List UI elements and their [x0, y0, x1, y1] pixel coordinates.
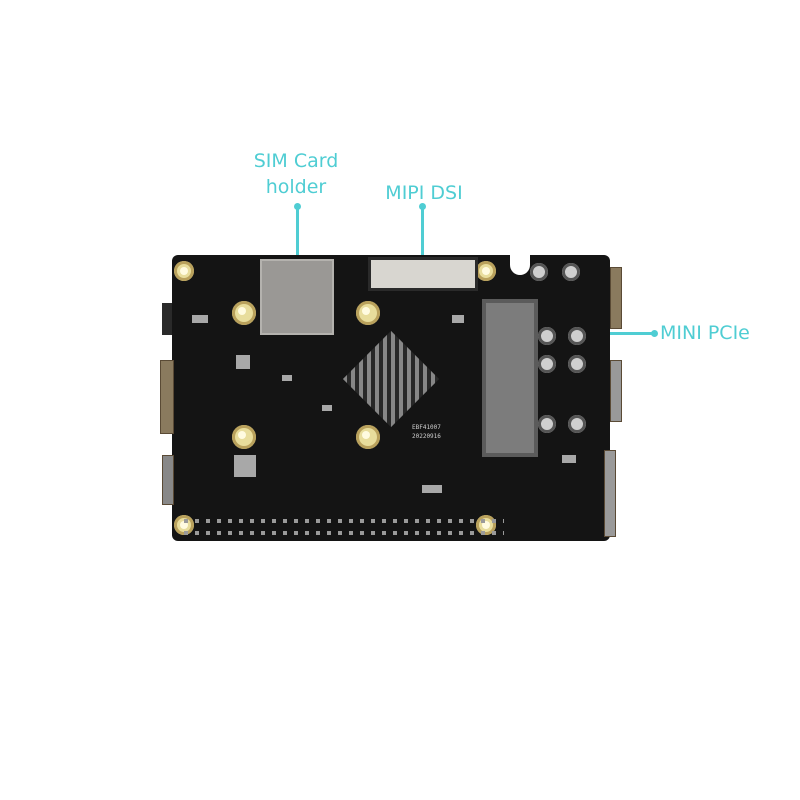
round-pad [568, 327, 586, 345]
round-pad [530, 263, 548, 281]
smd-component [282, 375, 292, 381]
smd-component [452, 315, 464, 323]
board-marking: EBF41007 20220916 [412, 424, 441, 440]
callout-sim-line1: SIM Card [253, 150, 339, 172]
mounting-hole [356, 425, 380, 449]
right-connector-3 [604, 450, 616, 537]
callout-sim-line2: holder [265, 176, 327, 198]
left-connector-top [160, 360, 174, 434]
mini-pcie-slot [482, 299, 538, 457]
ic-component [234, 455, 256, 477]
pcb-board: EBF41007 20220916 [160, 253, 622, 541]
round-pad [568, 415, 586, 433]
callout-pcie-line1: MINI PCIe [660, 322, 750, 344]
soc-bga-pattern [342, 330, 440, 428]
smd-component [192, 315, 208, 323]
mounting-hole [356, 301, 380, 325]
gpio-header-row-2 [184, 531, 504, 535]
smd-component [562, 455, 576, 463]
mounting-hole [476, 261, 496, 281]
mounting-hole [232, 425, 256, 449]
smd-component [422, 485, 442, 493]
round-pad [538, 355, 556, 373]
gpio-header-row-1 [184, 519, 504, 523]
right-connector-2 [610, 360, 622, 422]
mounting-hole [174, 261, 194, 281]
round-pad [562, 263, 580, 281]
ic-component [236, 355, 250, 369]
board-notch [510, 253, 530, 275]
mipi-dsi-connector [368, 257, 478, 291]
audio-jack [162, 303, 172, 335]
round-pad [538, 327, 556, 345]
callout-mipi-line1: MIPI DSI [385, 182, 463, 204]
sim-card-holder [260, 259, 334, 335]
callout-sim-leader [296, 206, 299, 278]
right-connector-1 [610, 267, 622, 329]
round-pad [538, 415, 556, 433]
callout-sim-card-holder: SIM Card holder [248, 148, 344, 200]
left-connector-bottom [162, 455, 174, 505]
callout-mipi-leader [421, 206, 424, 278]
callout-mini-pcie: MINI PCIe [660, 320, 750, 346]
callout-mipi-dsi: MIPI DSI [378, 180, 470, 206]
round-pad [568, 355, 586, 373]
mounting-hole [232, 301, 256, 325]
smd-component [322, 405, 332, 411]
callout-pcie-dot-right [651, 330, 658, 337]
